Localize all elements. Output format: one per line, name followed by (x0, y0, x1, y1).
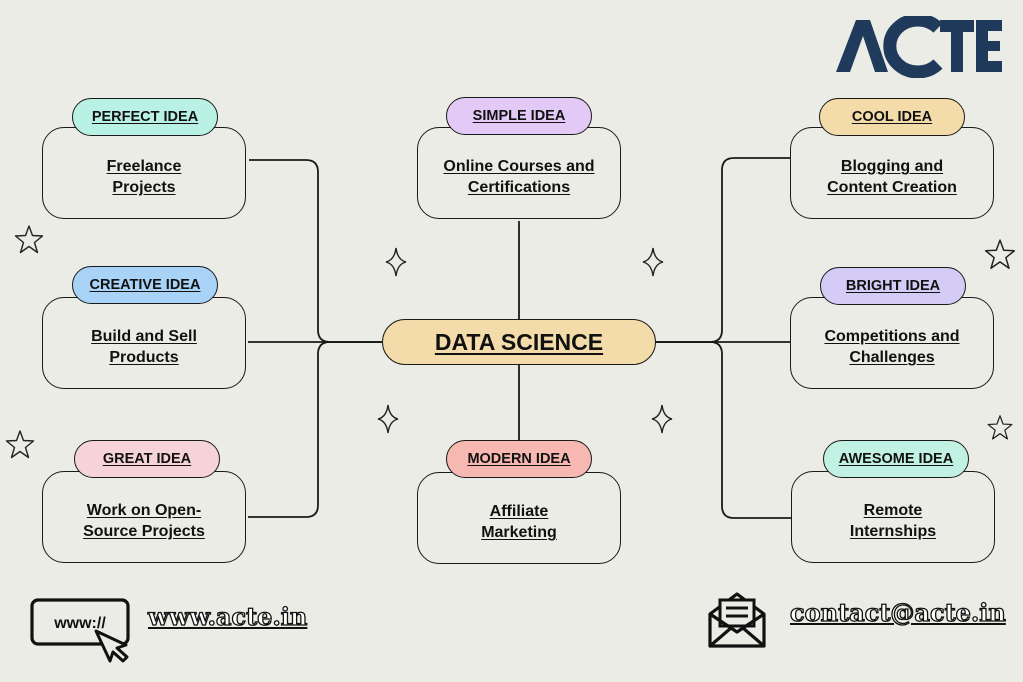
idea-tag-perfect: PERFECT IDEA (72, 98, 218, 136)
center-topic: DATA SCIENCE (382, 319, 656, 365)
www-icon-label: www:// (53, 615, 106, 632)
idea-tag-awesome: AWESOME IDEA (823, 440, 969, 478)
star-outline-icon (987, 415, 1013, 440)
idea-card-text: Online Courses and Certifications (443, 158, 595, 196)
star-outline-icon (14, 225, 44, 254)
idea-tag-great: GREAT IDEA (74, 440, 220, 478)
acte-logo (836, 16, 1002, 78)
sparkle-icon (377, 404, 399, 434)
sparkle-icon (642, 247, 664, 277)
sparkle-icon (385, 247, 407, 277)
idea-tag-bright: BRIGHT IDEA (820, 267, 966, 305)
idea-tag-creative: CREATIVE IDEA (72, 266, 218, 304)
idea-card-remote: Remote Internships (791, 471, 995, 563)
idea-card-text: Build and Sell Products (91, 328, 197, 366)
browser-cursor-icon: www:// (30, 598, 130, 663)
idea-card-build-sell: Build and Sell Products (42, 297, 246, 389)
sparkle-icon (651, 404, 673, 434)
idea-card-affiliate: Affiliate Marketing (417, 472, 621, 564)
idea-card-text: Affiliate Marketing (481, 503, 557, 541)
idea-card-text: Work on Open- Source Projects (83, 502, 205, 540)
envelope-icon (708, 592, 766, 648)
idea-card-text: Competitions and Challenges (824, 328, 960, 366)
idea-tag-cool: COOL IDEA (819, 98, 965, 136)
idea-card-text: Remote Internships (849, 502, 937, 540)
email-link[interactable]: contact@acte.in (789, 597, 1006, 627)
idea-tag-simple: SIMPLE IDEA (446, 97, 592, 135)
star-outline-icon (5, 430, 35, 459)
idea-card-online-courses: Online Courses and Certifications (417, 127, 621, 219)
idea-card-blogging: Blogging and Content Creation (790, 127, 994, 219)
idea-card-text: Blogging and Content Creation (827, 158, 957, 196)
idea-card-competitions: Competitions and Challenges (790, 297, 994, 389)
idea-card-text: Freelance Projects (106, 158, 182, 196)
website-link[interactable]: www.acte.in (147, 601, 308, 631)
idea-card-open-source: Work on Open- Source Projects (42, 471, 246, 563)
idea-card-freelance: Freelance Projects (42, 127, 246, 219)
star-outline-icon (984, 239, 1016, 270)
idea-tag-modern: MODERN IDEA (446, 440, 592, 478)
